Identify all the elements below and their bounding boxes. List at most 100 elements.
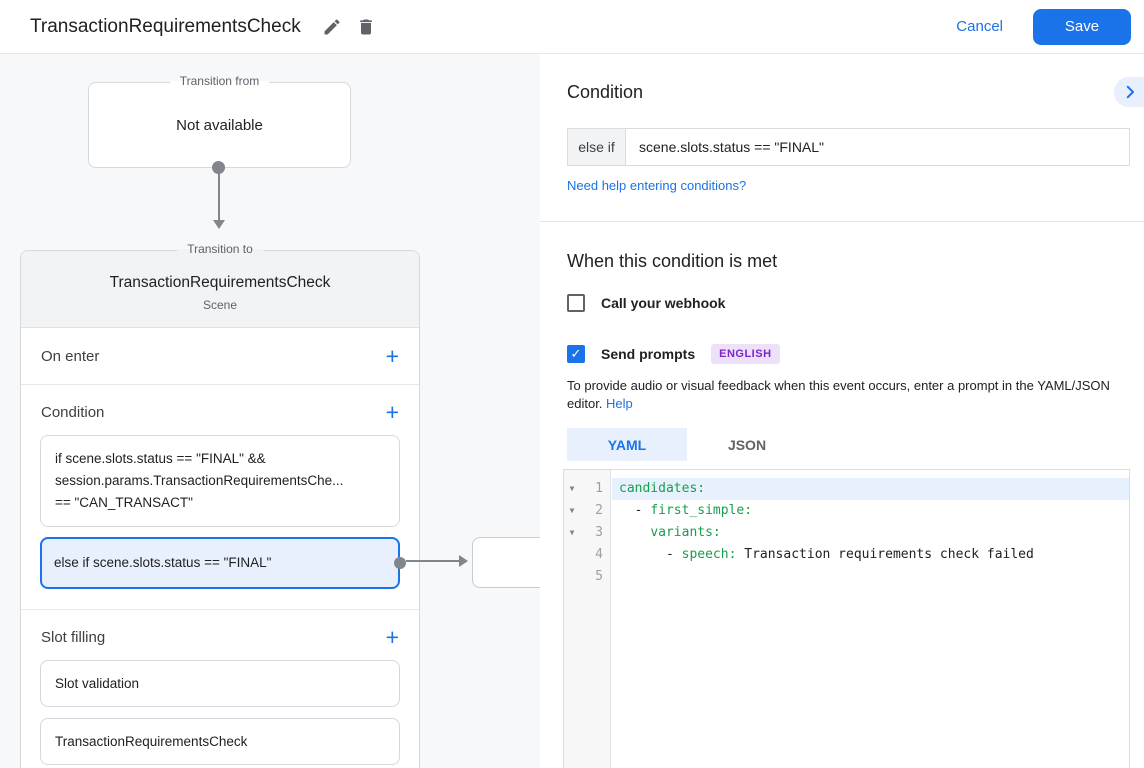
transition-from-value: Not available [176,116,263,134]
code-content: - first_simple: [612,500,1129,522]
yaml-key: variants: [650,525,721,540]
yaml-plain: - [619,503,651,518]
helper-text: To provide audio or visual feedback when… [567,378,1110,411]
fold-spacer [564,566,580,588]
page-title: TransactionRequirementsCheck [30,15,301,37]
condition-item-2-selected[interactable]: else if scene.slots.status == "FINAL" [40,537,406,589]
condition-expression-input[interactable]: scene.slots.status == "FINAL" [639,139,825,155]
checkmark-icon: ✓ [570,346,582,361]
fold-arrow-icon[interactable]: ▼ [569,528,575,537]
line-number: 1 [595,481,603,496]
yaml-plain [619,525,650,540]
transition-arrowhead-right [459,555,468,567]
condition-item-1-line-1: if scene.slots.status == "FINAL" && [55,451,266,466]
help-link[interactable]: Help [606,396,633,411]
code-line-1[interactable]: ▼ 1 candidates: [564,478,1129,500]
condition-item-1-line-2: session.params.TransactionRequirementsCh… [55,473,344,488]
cancel-button[interactable]: Cancel [956,18,1003,35]
slot-filling-label: Slot filling [41,628,106,646]
language-badge: ENGLISH [711,344,780,364]
condition-section-header: Condition + [21,385,419,435]
line-number: 4 [595,547,603,562]
fold-arrow-icon[interactable]: ▼ [569,506,575,515]
panel-heading: Condition [567,82,644,102]
editor-format-tabs: YAML JSON [567,428,807,461]
scene-name: TransactionRequirementsCheck [109,274,331,291]
gutter-cell: ▼ 3 [564,522,612,544]
add-slot-button[interactable]: + [385,624,399,650]
transition-connector-dot [394,557,406,569]
gutter-cell: ▼ 2 [564,500,612,522]
add-condition-button[interactable]: + [385,399,399,425]
on-enter-label: On enter [41,347,100,365]
send-prompts-label: Send prompts [601,346,696,362]
transition-to-label: Transition to [177,242,263,256]
gutter-cell: ▼ 1 [564,478,612,500]
transition-connector-line [406,560,459,562]
collapse-panel-button[interactable] [1114,77,1144,107]
edit-scene-button[interactable] [315,10,349,44]
line-number: 5 [595,569,603,584]
delete-scene-button[interactable] [349,10,383,44]
fold-spacer [564,544,580,566]
gutter-cell: 5 [564,566,612,588]
editor-gutter [564,470,611,768]
connector-dot [212,161,225,174]
slot-item-validation[interactable]: Slot validation [40,660,400,707]
code-line-2[interactable]: ▼ 2 - first_simple: [564,500,1129,522]
code-content: candidates: [612,478,1129,500]
slot-filling-section: Slot filling + Slot validation Transacti… [21,610,419,765]
on-enter-section[interactable]: On enter + [21,328,419,385]
condition-item-2-text: else if scene.slots.status == "FINAL" [54,555,272,570]
transition-from-label: Transition from [169,74,270,88]
yaml-code-editor[interactable]: ▼ 1 candidates: ▼ 2 - first_simple: ▼ 3 … [563,469,1130,768]
connector-line [218,168,220,221]
scene-card: Transition to TransactionRequirementsChe… [20,242,420,768]
yaml-plain: - [619,547,682,562]
code-content [612,566,1129,588]
condition-item-1[interactable]: if scene.slots.status == "FINAL" && sess… [40,435,400,527]
prompts-row: ✓ Send prompts ENGLISH [567,344,780,364]
send-prompts-checkbox[interactable]: ✓ [567,345,585,363]
code-line-5[interactable]: 5 [564,566,1129,588]
transition-from-box: Transition from Not available [88,74,351,168]
chevron-right-icon [1126,85,1134,99]
top-bar: TransactionRequirementsCheck Cancel Save [0,0,1144,54]
line-number: 3 [595,525,603,540]
tab-yaml[interactable]: YAML [567,428,687,461]
condition-item-1-line-3: == "CAN_TRANSACT" [55,495,193,510]
condition-detail-panel: Condition else if scene.slots.status == … [540,54,1144,768]
trash-icon [359,19,372,34]
code-content: - speech: Transaction requirements check… [612,544,1129,566]
pencil-icon [324,18,340,34]
call-webhook-checkbox[interactable] [567,294,585,312]
code-line-4[interactable]: 4 - speech: Transaction requirements che… [564,544,1129,566]
condition-label: Condition [41,403,105,421]
editor-lines: ▼ 1 candidates: ▼ 2 - first_simple: ▼ 3 … [564,470,1129,588]
save-button[interactable]: Save [1033,8,1131,45]
fold-arrow-icon[interactable]: ▼ [569,484,575,493]
slot-item-transaction-check[interactable]: TransactionRequirementsCheck [40,718,400,765]
yaml-key: speech: [681,547,737,562]
scene-card-header: TransactionRequirementsCheck Scene [21,251,419,328]
call-webhook-label: Call your webhook [601,295,726,311]
slot-filling-section-header: Slot filling + [21,610,419,660]
scene-flow-panel: Transition from Not available Transition… [0,54,540,768]
condition-prefix: else if [568,129,626,165]
webhook-row: Call your webhook [567,294,725,312]
when-condition-heading: When this condition is met [567,251,778,271]
tab-json[interactable]: JSON [727,436,767,453]
condition-section: Condition + if scene.slots.status == "FI… [21,385,419,610]
prompt-helper-text: To provide audio or visual feedback when… [567,377,1125,413]
yaml-key: candidates: [619,481,706,496]
scene-type: Scene [202,298,238,312]
code-line-3[interactable]: ▼ 3 variants: [564,522,1129,544]
connector-arrowhead-down [213,220,225,229]
yaml-key: first_simple: [650,503,753,518]
transition-target-box [472,537,540,588]
condition-expression-field: else if scene.slots.status == "FINAL" [567,128,1130,166]
add-on-enter-button[interactable]: + [385,343,399,369]
panel-divider [540,221,1144,222]
gutter-cell: 4 [564,544,612,566]
conditions-help-link[interactable]: Need help entering conditions? [567,178,747,193]
